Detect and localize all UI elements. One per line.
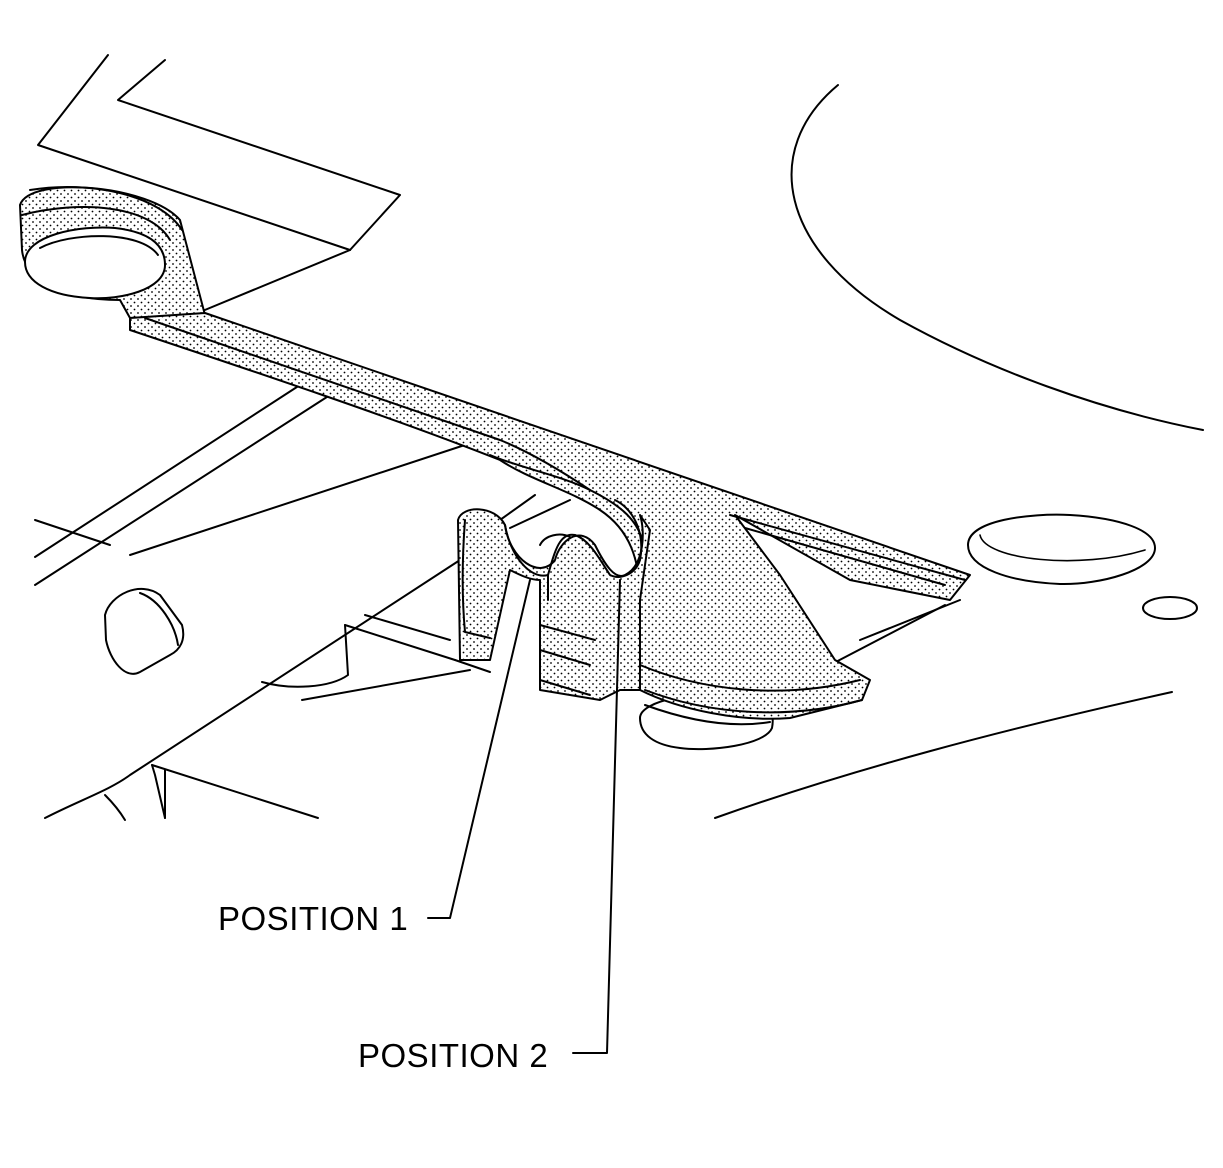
leader-lines <box>427 579 621 1054</box>
leader-position-1 <box>427 579 531 919</box>
callout-position-1: POSITION 1 <box>218 900 408 937</box>
callout-labels: POSITION 1 POSITION 2 <box>218 900 548 1074</box>
main-bracket-rail <box>129 312 971 726</box>
bracket-hook <box>457 499 651 701</box>
left-mount-boss <box>19 185 206 319</box>
leader-position-2 <box>572 579 621 1054</box>
right-mount-pad <box>966 513 1198 620</box>
callout-position-2: POSITION 2 <box>358 1037 548 1074</box>
left-small-block <box>103 588 185 675</box>
vehicle-body-lines <box>34 54 1204 821</box>
